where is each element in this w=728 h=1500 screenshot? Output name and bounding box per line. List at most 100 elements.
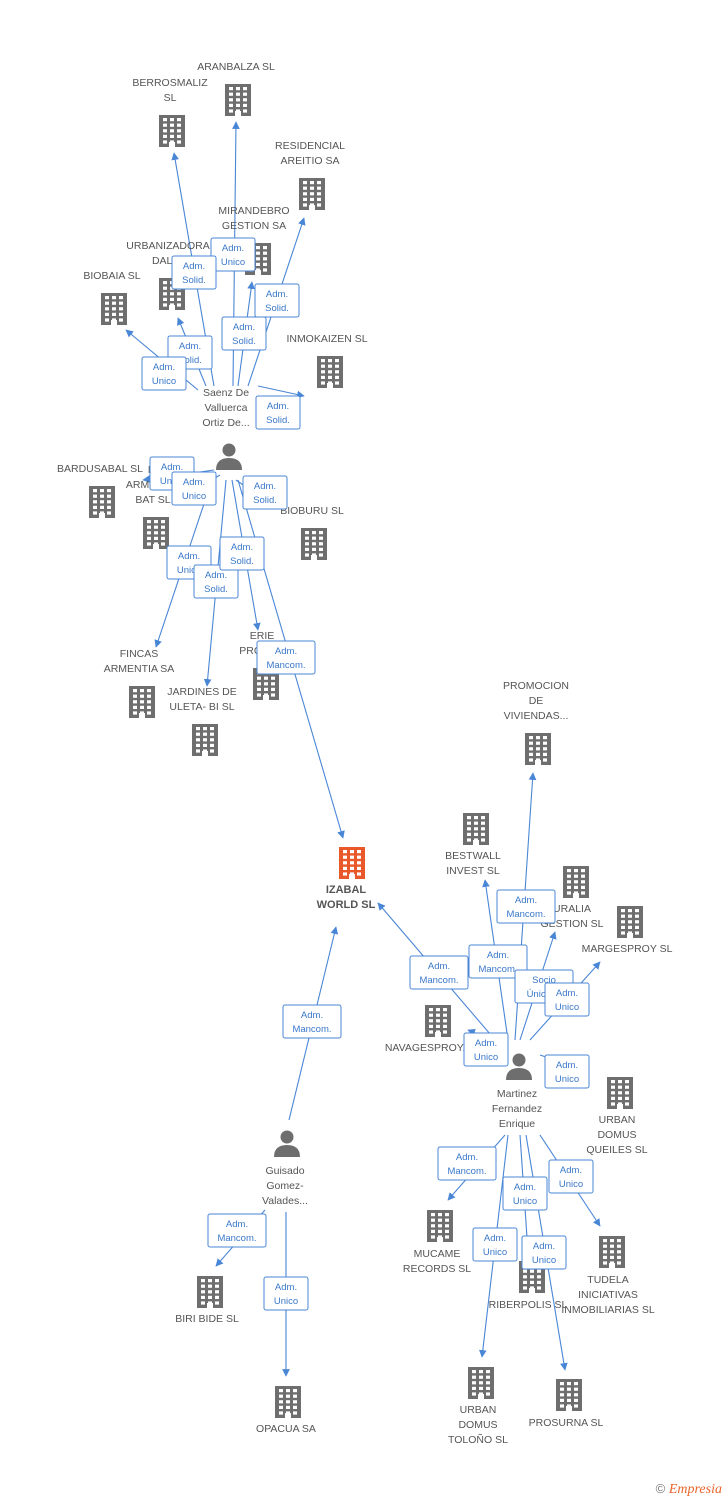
relation-badge-martinez-tudela[interactable]: Adm.Unico [548, 1159, 594, 1194]
building-icon-inmokaizen[interactable] [317, 356, 343, 388]
building-icon-uralia[interactable] [563, 866, 589, 898]
person-icon-guisado[interactable] [274, 1130, 300, 1158]
building-icon-tudela[interactable] [599, 1236, 625, 1268]
relation-badge-martinez-center[interactable]: Adm.Mancom. [409, 955, 469, 990]
company-label-tudela: INMOBILIARIAS SL [561, 1304, 655, 1316]
relation-label: Solid. [182, 275, 206, 286]
building-icon-mucame[interactable] [427, 1210, 453, 1242]
relation-label: Solid. [204, 584, 228, 595]
relation-label: Unico [474, 1052, 498, 1063]
building-icon-prosurna[interactable] [556, 1379, 582, 1411]
building-icon-biobaia[interactable] [101, 293, 127, 325]
relation-badge-saenz-center[interactable]: Adm.Mancom. [256, 640, 316, 675]
company-label-berrosmaliz: BERROSMALIZ [132, 77, 208, 89]
company-label-opacua: OPACUA SA [256, 1423, 316, 1435]
relation-label: Adm. [556, 988, 578, 999]
relation-badge-martinez-margesproy[interactable]: Adm.Unico [544, 982, 590, 1017]
relation-label: Adm. [183, 261, 205, 272]
relation-badge-saenz-jardines[interactable]: Adm.Solid. [193, 564, 239, 599]
company-label-inarmentia: BAT SL [135, 494, 170, 506]
relation-label: Solid. [230, 556, 254, 567]
building-icon-inarmentia[interactable] [143, 517, 169, 549]
brand-logo[interactable]: Empresia [668, 1482, 722, 1497]
relation-badge-saenz-residencial[interactable]: Adm.Solid. [254, 283, 300, 318]
person-label-saenz: Ortiz De... [202, 417, 249, 429]
building-icon-navagesproy[interactable] [425, 1005, 451, 1037]
relation-badge-saenz-bioburu[interactable]: Adm.Solid. [242, 475, 288, 510]
relation-label: Adm. [475, 1038, 497, 1049]
relation-badge-martinez-urbanqueiles[interactable]: Adm. Unico [544, 1054, 590, 1089]
center-company-label: WORLD SL [317, 899, 376, 911]
building-icon-berrosmaliz[interactable] [159, 115, 185, 147]
relation-label: Mancom. [292, 1024, 331, 1035]
relation-badge-saenz-inmokaizen[interactable]: Adm.Solid. [255, 395, 301, 430]
copyright-symbol: © [655, 1481, 666, 1496]
relation-label: Unico [513, 1196, 537, 1207]
relation-label: Unico [177, 565, 201, 576]
building-icon-bestwall[interactable] [463, 813, 489, 845]
person-label-guisado: Guisado [265, 1165, 304, 1177]
company-label-bestwall: BESTWALL [445, 850, 501, 862]
building-icon-urbanqueiles[interactable] [607, 1077, 633, 1109]
relation-badge-saenz-mirandebro[interactable]: Adm.Solid. [221, 316, 267, 351]
relation-label: Adm. [254, 481, 276, 492]
company-label-bardusabal: BARDUSABAL SL [57, 463, 143, 475]
relation-badge-martinez-navagesproy[interactable]: Adm. Unico [463, 1032, 509, 1067]
relation-label: Unico [152, 376, 176, 387]
building-icon-margesproy[interactable] [617, 906, 643, 938]
relation-label: Unico [559, 1179, 583, 1190]
relation-badge-guisado-opacua[interactable]: Adm. Unico [263, 1276, 309, 1311]
building-icon-residencial[interactable] [299, 178, 325, 210]
relation-badge-guisado-center[interactable]: Adm. Mancom. [282, 1004, 342, 1039]
building-icon-promocion[interactable] [525, 733, 551, 765]
center-company-label: IZABAL [326, 884, 367, 896]
building-icon-bioburu[interactable] [301, 528, 327, 560]
relation-badge-martinez-bestwall[interactable]: Adm.Mancom. [468, 944, 528, 979]
person-icon-saenz[interactable] [216, 443, 242, 471]
relation-label: Adm. [179, 341, 201, 352]
relation-label: Unico [274, 1296, 298, 1307]
relation-label: Adm. [515, 895, 537, 906]
company-label-urbanqueiles: DOMUS [597, 1129, 636, 1141]
relation-label: Unico [182, 491, 206, 502]
person-icon-martinez[interactable] [506, 1053, 532, 1081]
center-building-icon[interactable] [339, 847, 365, 879]
company-label-urbantolono: TOLOÑO SL [448, 1433, 508, 1446]
building-icon-opacua[interactable] [275, 1386, 301, 1418]
relation-label: Adm. [301, 1010, 323, 1021]
relation-badge-martinez-riberpolis[interactable]: Adm.Unico [502, 1176, 548, 1211]
relation-badge-saenz-berrosmaliz[interactable]: Adm. Solid. [171, 255, 217, 290]
company-label-mirandebro: GESTION SA [222, 220, 286, 232]
relation-label: Unico [555, 1074, 579, 1085]
relation-label: Adm. [556, 1060, 578, 1071]
relation-label: Adm. [533, 1241, 555, 1252]
building-icon-fincas[interactable] [129, 686, 155, 718]
building-icon-bardusabal[interactable] [89, 486, 115, 518]
relation-label: Adm. [275, 1282, 297, 1293]
relation-badge-saenz-erie[interactable]: Adm. Solid. [219, 536, 265, 571]
company-label-bioburu: BIOBURU SL [280, 505, 344, 517]
building-icon-biribide[interactable] [197, 1276, 223, 1308]
company-label-riberpolis: RIBERPOLIS SL [489, 1299, 568, 1311]
company-label-promocion: PROMOCION [503, 680, 569, 692]
relation-label: Único,... [527, 989, 562, 1000]
relation-label: Mancom. [447, 1166, 486, 1177]
building-icon-aranbalza[interactable] [225, 84, 251, 116]
building-icon-urbantolono[interactable] [468, 1367, 494, 1399]
relation-badge-saenz-aranbalza[interactable]: Adm.Unico [210, 237, 256, 272]
relation-label: Unico [221, 257, 245, 268]
company-label-fincas: FINCAS [120, 648, 159, 660]
company-label-inmokaizen: INMOKAIZEN SL [286, 333, 367, 345]
relation-label: Mancom. [266, 660, 305, 671]
company-label-jardines: ULETA- BI SL [169, 701, 234, 713]
building-icon-jardines[interactable] [192, 724, 218, 756]
relation-badge-saenz-inarmentia[interactable]: Adm.Unico [171, 471, 217, 506]
relation-badge-martinez-mucame[interactable]: Adm.Mancom. [437, 1146, 497, 1181]
relation-badge-martinez-prosurna[interactable]: Adm.Unico [521, 1235, 567, 1270]
relation-badge-martinez-urbantolono[interactable]: Adm.Unico [472, 1227, 518, 1262]
company-label-tudela: TUDELA [587, 1274, 628, 1286]
relation-label: Adm. [231, 542, 253, 553]
relation-badge-martinez-promocion[interactable]: Adm.Mancom. [496, 889, 556, 924]
relation-badge-guisado-biribide[interactable]: Adm.Mancom. [207, 1213, 267, 1248]
relation-badge-saenz-biobaia[interactable]: Adm.Unico [141, 356, 187, 391]
